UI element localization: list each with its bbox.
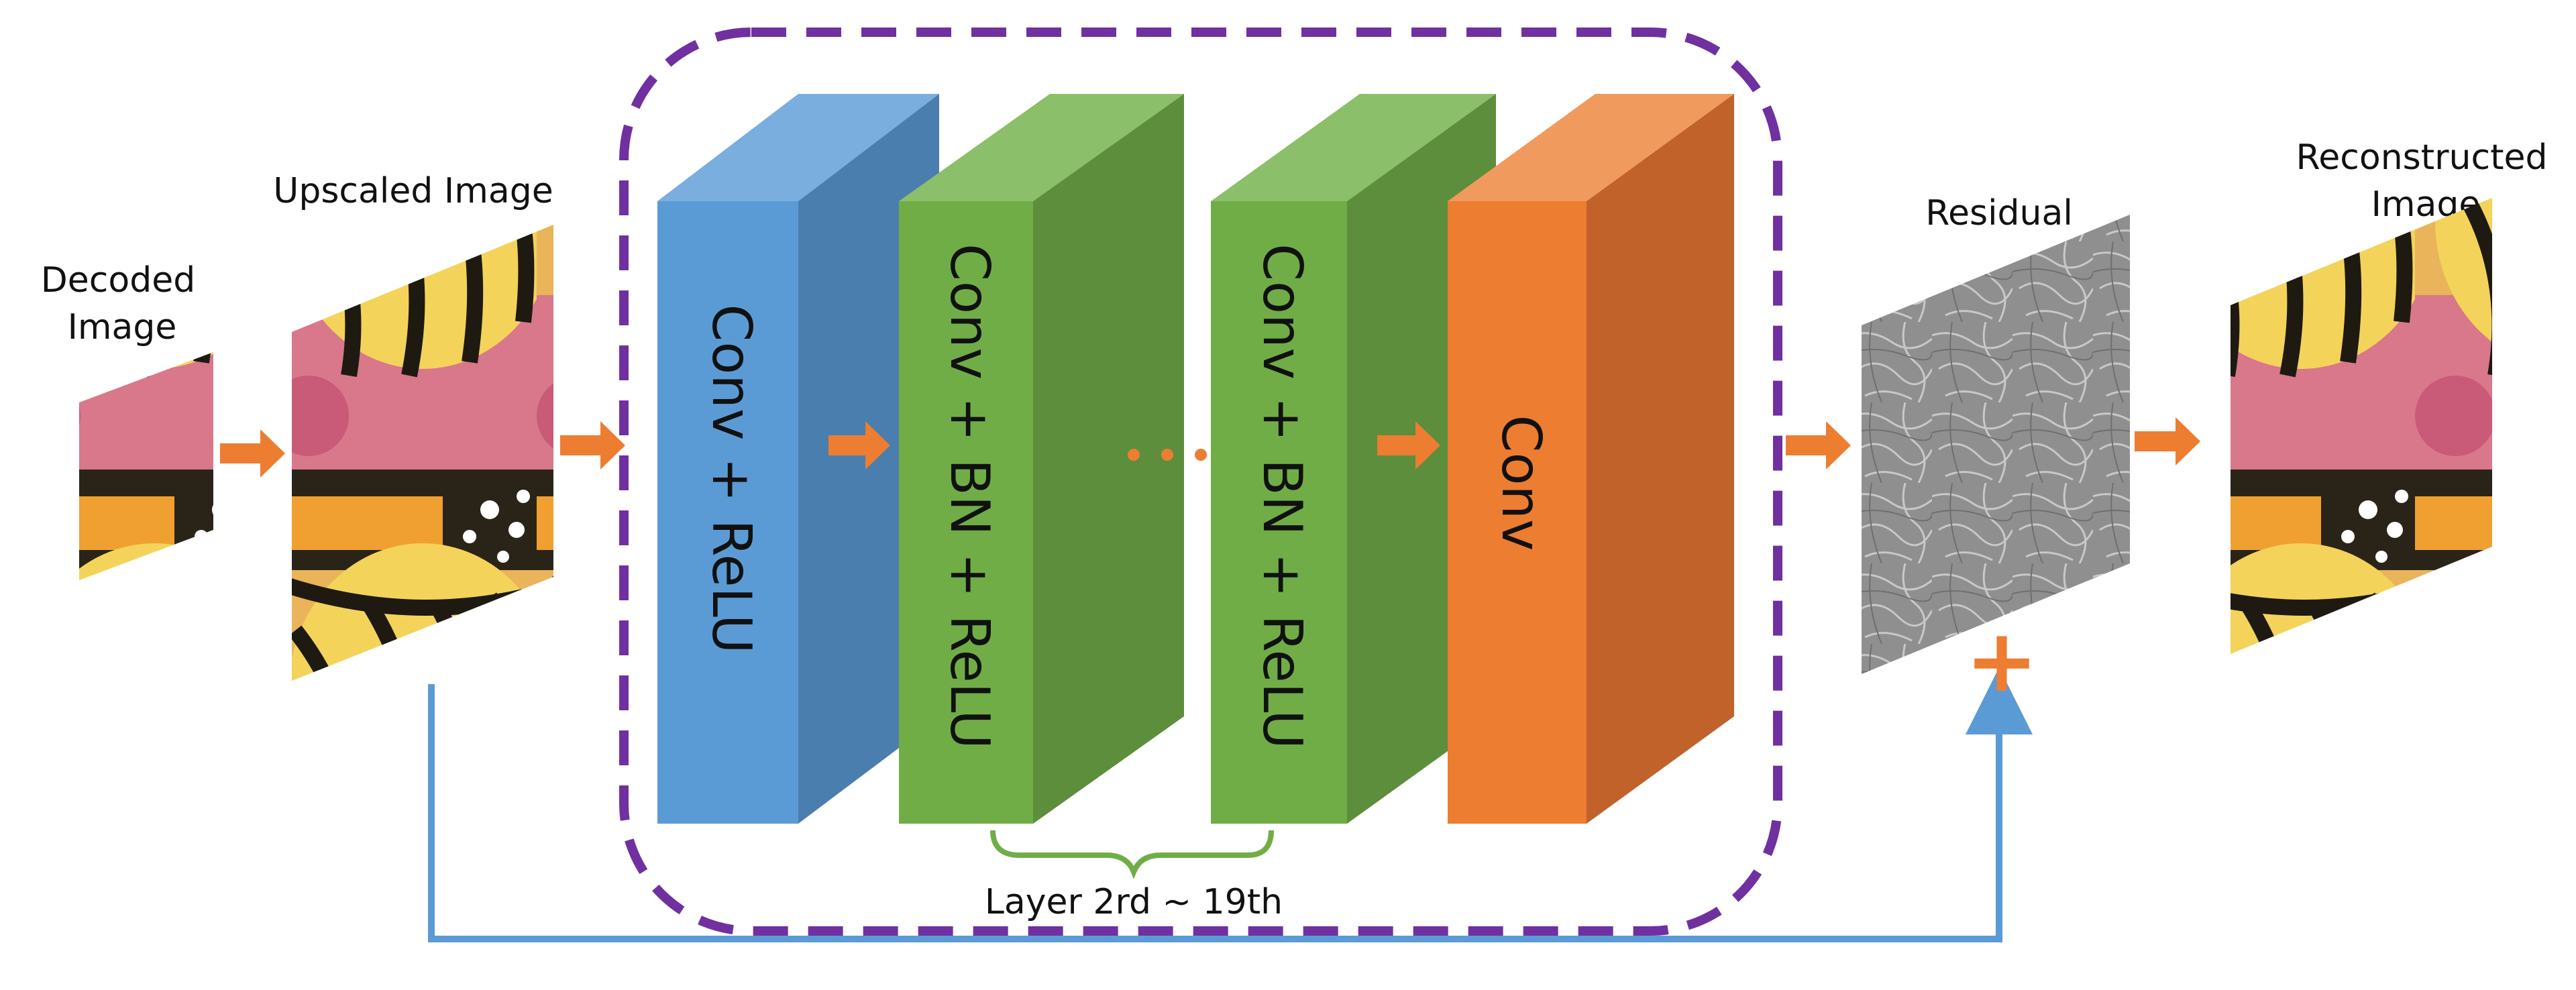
reconstructed-image xyxy=(2231,198,2492,654)
layer-conv-bn-relu-first: Conv + BN + ReLU xyxy=(899,94,1184,824)
arrow-upscaled-to-network xyxy=(560,421,625,470)
svg-text:Conv + BN + ReLU: Conv + BN + ReLU xyxy=(1251,243,1313,749)
layer-range-label: Layer 2rd ~ 19th xyxy=(985,882,1283,922)
residual-image xyxy=(1862,215,2130,674)
svg-text:Conv: Conv xyxy=(1490,415,1552,551)
svg-text:Reconstructed: Reconstructed xyxy=(2296,138,2548,178)
decoded-image-label: Decoded Image xyxy=(41,260,195,347)
reconstructed-image-label: Reconstructed Image xyxy=(2296,138,2548,225)
arrow-decoded-to-upscaled xyxy=(220,429,285,478)
upscaled-image-label: Upscaled Image xyxy=(273,171,553,211)
ellipsis-dots xyxy=(1128,449,1207,461)
plus-sign: + xyxy=(1966,610,2039,712)
decoded-image xyxy=(79,352,213,580)
layer-conv-output: Conv xyxy=(1448,94,1734,824)
arrow-residual-to-reconstructed xyxy=(2135,417,2200,465)
flow-arrows xyxy=(220,417,2200,478)
arrow-network-to-residual xyxy=(1786,421,1851,470)
arrow-layer1-to-layer2 xyxy=(828,421,890,470)
network-boundary xyxy=(619,28,1782,936)
arrow-layer3-to-layer4 xyxy=(1377,421,1440,470)
residual-label: Residual xyxy=(1925,193,2073,233)
skip-connection-line xyxy=(428,667,2033,942)
svg-text:Conv + BN + ReLU: Conv + BN + ReLU xyxy=(938,243,1001,749)
svg-text:Image: Image xyxy=(68,307,177,347)
svg-text:Conv + ReLU: Conv + ReLU xyxy=(700,304,763,653)
layer-range-brace xyxy=(990,830,1274,879)
layer-conv-relu: Conv + ReLU xyxy=(657,94,939,824)
svg-text:Decoded: Decoded xyxy=(41,260,195,300)
upscaled-image xyxy=(292,225,553,681)
